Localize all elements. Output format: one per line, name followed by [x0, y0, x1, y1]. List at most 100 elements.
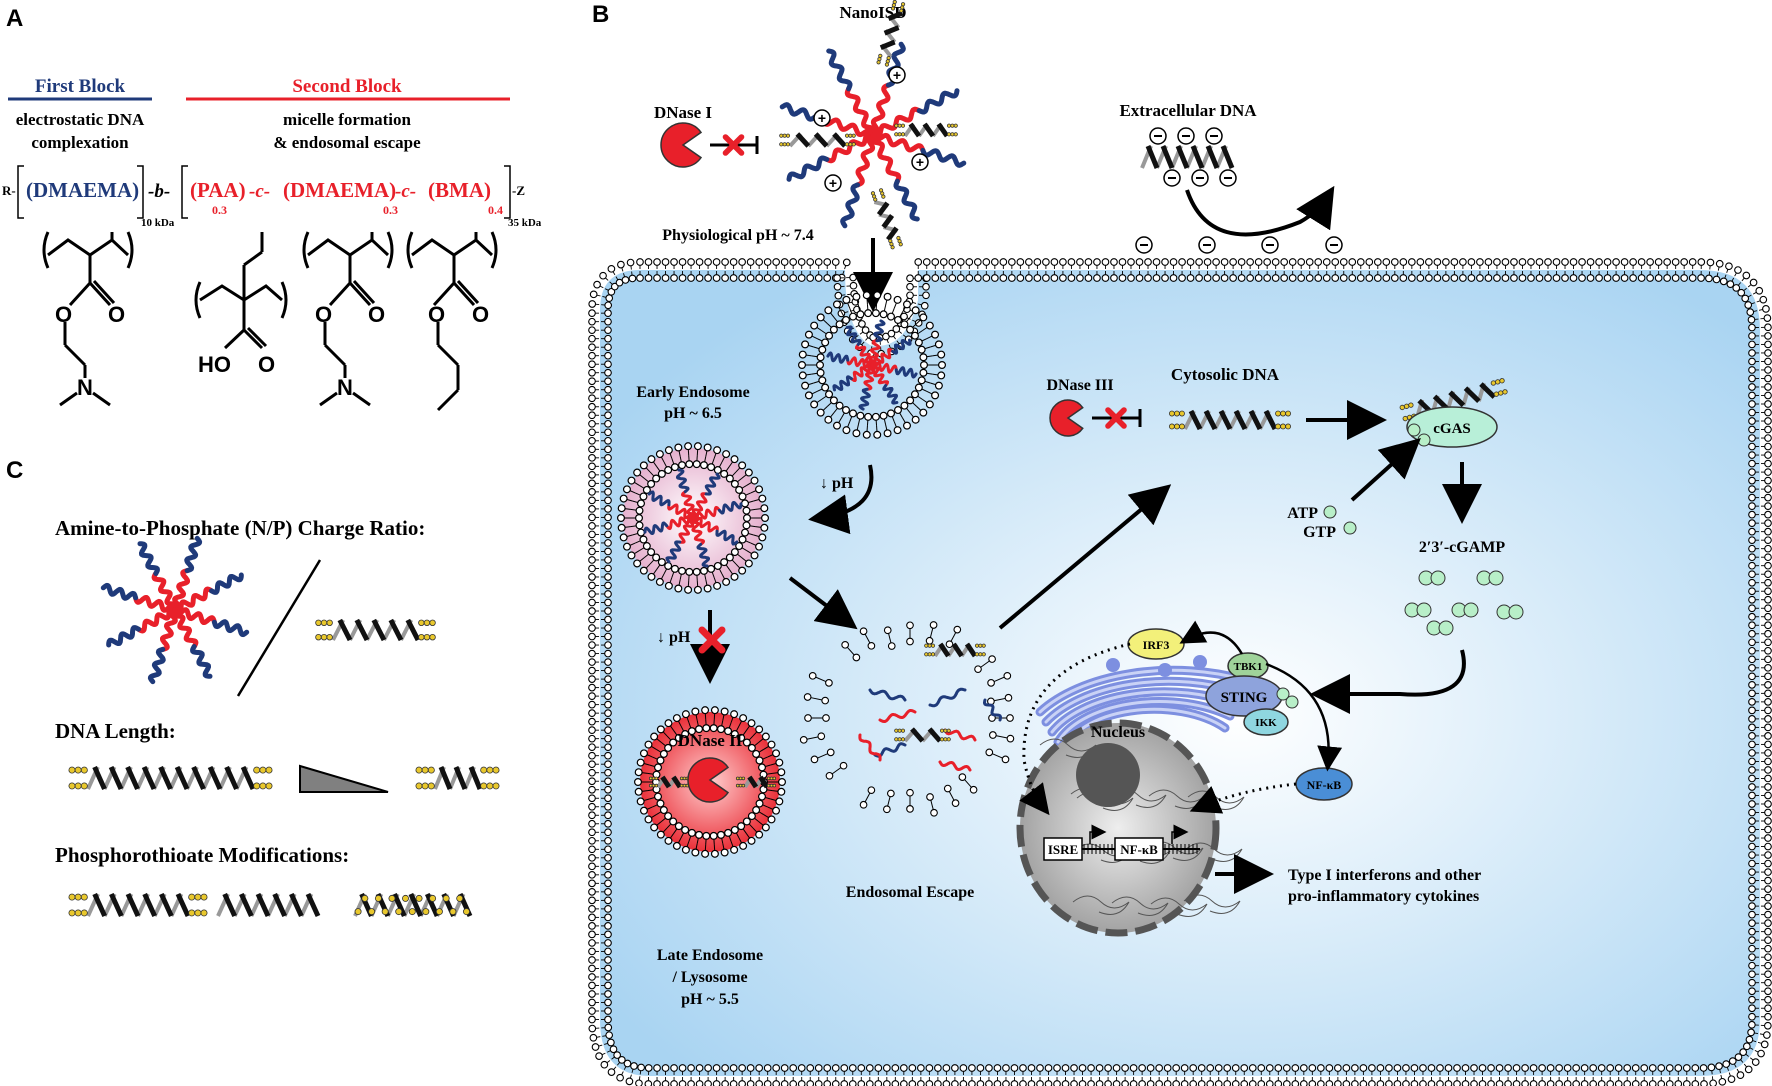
polymer-strand [667, 503, 695, 520]
dna-helix [315, 618, 436, 642]
lipid-head [1764, 1012, 1772, 1021]
lipid-head [780, 1064, 789, 1072]
lipid-head [1254, 258, 1263, 266]
lipid-head [678, 566, 687, 575]
lipid-head [1010, 1064, 1019, 1072]
lipid-head [825, 331, 834, 340]
lipid-tail [728, 835, 732, 842]
lipid-tail [1743, 1063, 1748, 1068]
lipid-head [1444, 1080, 1453, 1086]
phosphorothioate-dot [735, 776, 740, 781]
atom-o-1b: O [108, 302, 125, 327]
lipid-tail [721, 456, 726, 463]
phosphorothioate-dot [80, 766, 88, 774]
block-x [722, 134, 745, 156]
lipid-tail [816, 338, 823, 342]
lipid-head [588, 607, 596, 615]
lipid-head [1691, 1080, 1700, 1086]
lipid-head [887, 642, 896, 650]
lipid-tail [745, 725, 751, 731]
lipid-head [604, 505, 612, 513]
polymer-strand [870, 106, 922, 139]
lipid-head [1764, 936, 1772, 945]
lipid-head [695, 258, 704, 266]
formula-c-2: -c- [395, 181, 416, 202]
lipid-head [755, 725, 764, 734]
phosphorothioate-dot [930, 652, 936, 657]
dna-strand-front [1263, 409, 1278, 431]
lipid-head [816, 353, 825, 362]
lipid-head [806, 1064, 815, 1072]
lipid-tail [721, 837, 724, 844]
polymer-strand [680, 490, 698, 520]
dna-strand-front [207, 765, 223, 791]
lipid-head [1410, 1080, 1419, 1086]
phosphorothioate-dot [738, 776, 743, 781]
lipid-tail [1753, 1032, 1759, 1034]
lipid-tail [902, 417, 906, 424]
lipid-head [664, 836, 673, 845]
lipid-head [674, 822, 683, 831]
lipid-tail [688, 835, 692, 842]
lipid-head [1376, 1080, 1385, 1086]
dna-strand-front [1218, 409, 1233, 431]
phosphorothioate-dot [381, 908, 389, 916]
lipid-tail [713, 452, 717, 459]
lipid-head [655, 450, 664, 459]
lipid-head [588, 964, 596, 973]
lipid-head [604, 726, 612, 735]
lipid-head [973, 258, 982, 266]
lipid-head [642, 485, 651, 494]
phosphorothioate-dot [897, 123, 902, 128]
lipid-head [685, 567, 694, 576]
phosphorothioate-dot [74, 782, 82, 790]
phosphorothioate-dot [930, 643, 936, 648]
lipid-head [852, 653, 861, 662]
phosphorothioate-dot [900, 728, 906, 733]
lipid-head [772, 274, 781, 282]
lipid-tail [833, 316, 839, 323]
lipid-tail [1737, 282, 1742, 286]
lipid-head [672, 841, 681, 850]
lipid-tail [816, 398, 822, 404]
lipid-head [704, 274, 712, 282]
lipid-head [588, 505, 596, 513]
lipid-head [990, 274, 999, 282]
lipid-head [1746, 308, 1755, 317]
lipid-head [893, 426, 902, 435]
lipid-head [822, 714, 830, 722]
lipid-head [864, 412, 873, 421]
lipid-tail [656, 738, 662, 743]
lipid-head [1764, 476, 1772, 485]
phosphorothioate-dot [1275, 410, 1281, 417]
phosphorothioate-dot [654, 783, 659, 788]
dnase1-label: DNase I [654, 103, 712, 122]
lipid-head [985, 748, 994, 757]
lipid-tail [752, 827, 758, 833]
lipid-tail [753, 498, 760, 502]
tss-arrow [1089, 824, 1107, 844]
lipid-tail [859, 331, 864, 335]
lipid-head [1274, 1064, 1283, 1072]
lipid-head [803, 693, 812, 701]
lipid-head [1129, 1064, 1138, 1072]
lipid-head [1546, 1064, 1555, 1072]
lipid-head [976, 1064, 985, 1072]
lipid-tail [806, 736, 819, 740]
nuclear-envelope [1016, 719, 1220, 937]
lipid-tail [679, 573, 682, 580]
dna-strand-front [240, 765, 256, 791]
lipid-head [985, 1064, 993, 1072]
lipid-head [775, 797, 784, 806]
er-lumen [1056, 700, 1232, 744]
lipid-head [810, 755, 819, 764]
lipid-tail [762, 756, 768, 760]
lipid-head [948, 274, 957, 282]
phosphorothioate-dot [320, 633, 328, 641]
lipid-head [628, 274, 637, 283]
dna-strand-front [224, 765, 239, 791]
lipid-tail [838, 417, 842, 424]
lipid-head [652, 553, 661, 562]
lipid-head [789, 258, 798, 266]
phosphorothioate-dot [953, 123, 958, 128]
